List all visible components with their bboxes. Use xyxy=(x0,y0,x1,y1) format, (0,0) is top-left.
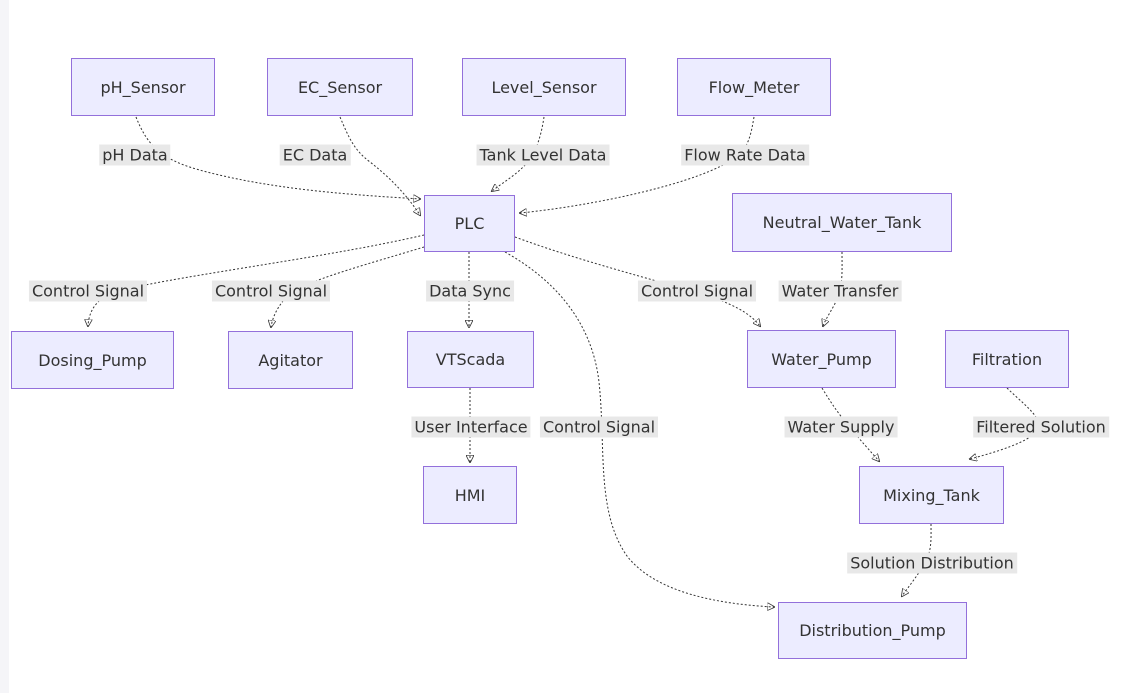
edge-plc-to-dosing-pump xyxy=(88,234,425,326)
edge-ph-sensor-to-plc xyxy=(135,116,420,199)
edge-label-control-signal-distribution: Control Signal xyxy=(539,416,659,438)
node-water-pump-label: Water_Pump xyxy=(771,349,872,369)
node-ph-sensor: pH_Sensor xyxy=(71,58,215,116)
left-edge-strip xyxy=(0,0,9,693)
node-dosing-pump-label: Dosing_Pump xyxy=(38,350,147,370)
edge-label-solution-distribution: Solution Distribution xyxy=(847,552,1017,574)
node-plc: PLC xyxy=(424,195,515,252)
node-vtscada: VTScada xyxy=(407,331,534,388)
edge-label-ph-data: pH Data xyxy=(99,144,171,166)
node-neutral-water-tank-label: Neutral_Water_Tank xyxy=(762,213,922,232)
node-agitator: Agitator xyxy=(228,331,353,389)
edge-plc-to-distribution-pump xyxy=(504,251,774,607)
node-vtscada-label: VTScada xyxy=(435,350,506,369)
edge-label-water-supply: Water Supply xyxy=(784,416,898,438)
node-level-sensor: Level_Sensor xyxy=(462,58,626,116)
edge-label-filtered-solution: Filtered Solution xyxy=(973,416,1109,438)
edge-flow-meter-to-plc xyxy=(520,116,755,213)
edge-label-ec-data: EC Data xyxy=(279,144,351,166)
edge-ec-sensor-to-plc xyxy=(339,116,420,215)
edge-label-user-interface: User Interface xyxy=(411,416,531,438)
edge-label-data-sync: Data Sync xyxy=(426,280,514,302)
edge-label-flow-rate-data: Flow Rate Data xyxy=(681,144,809,166)
edge-label-control-signal-dosing: Control Signal xyxy=(28,280,148,302)
edge-label-water-transfer: Water Transfer xyxy=(778,280,902,302)
node-mixing-tank: Mixing_Tank xyxy=(859,466,1004,524)
node-agitator-label: Agitator xyxy=(258,350,323,370)
node-hmi-label: HMI xyxy=(454,485,486,505)
edge-label-control-signal-water-pump: Control Signal xyxy=(637,280,757,302)
node-dosing-pump: Dosing_Pump xyxy=(11,331,174,389)
node-hmi: HMI xyxy=(423,466,517,524)
node-mixing-tank-label: Mixing_Tank xyxy=(883,485,980,505)
node-ec-sensor-label: EC_Sensor xyxy=(297,77,383,97)
node-distribution-pump: Distribution_Pump xyxy=(778,602,967,659)
node-ec-sensor: EC_Sensor xyxy=(267,58,413,116)
node-level-sensor-label: Level_Sensor xyxy=(491,77,597,97)
node-ph-sensor-label: pH_Sensor xyxy=(100,77,186,97)
node-distribution-pump-label: Distribution_Pump xyxy=(799,621,946,640)
node-filtration: Filtration xyxy=(945,330,1069,388)
node-water-pump: Water_Pump xyxy=(747,330,896,388)
node-flow-meter-label: Flow_Meter xyxy=(708,77,800,97)
node-filtration-label: Filtration xyxy=(971,349,1043,369)
edge-filtration-to-mixing-tank xyxy=(970,387,1041,459)
node-plc-label: PLC xyxy=(454,214,485,233)
edge-label-tank-level-data: Tank Level Data xyxy=(476,144,610,166)
node-flow-meter: Flow_Meter xyxy=(677,58,831,116)
edge-label-control-signal-agitator: Control Signal xyxy=(211,280,331,302)
node-neutral-water-tank: Neutral_Water_Tank xyxy=(732,193,952,252)
